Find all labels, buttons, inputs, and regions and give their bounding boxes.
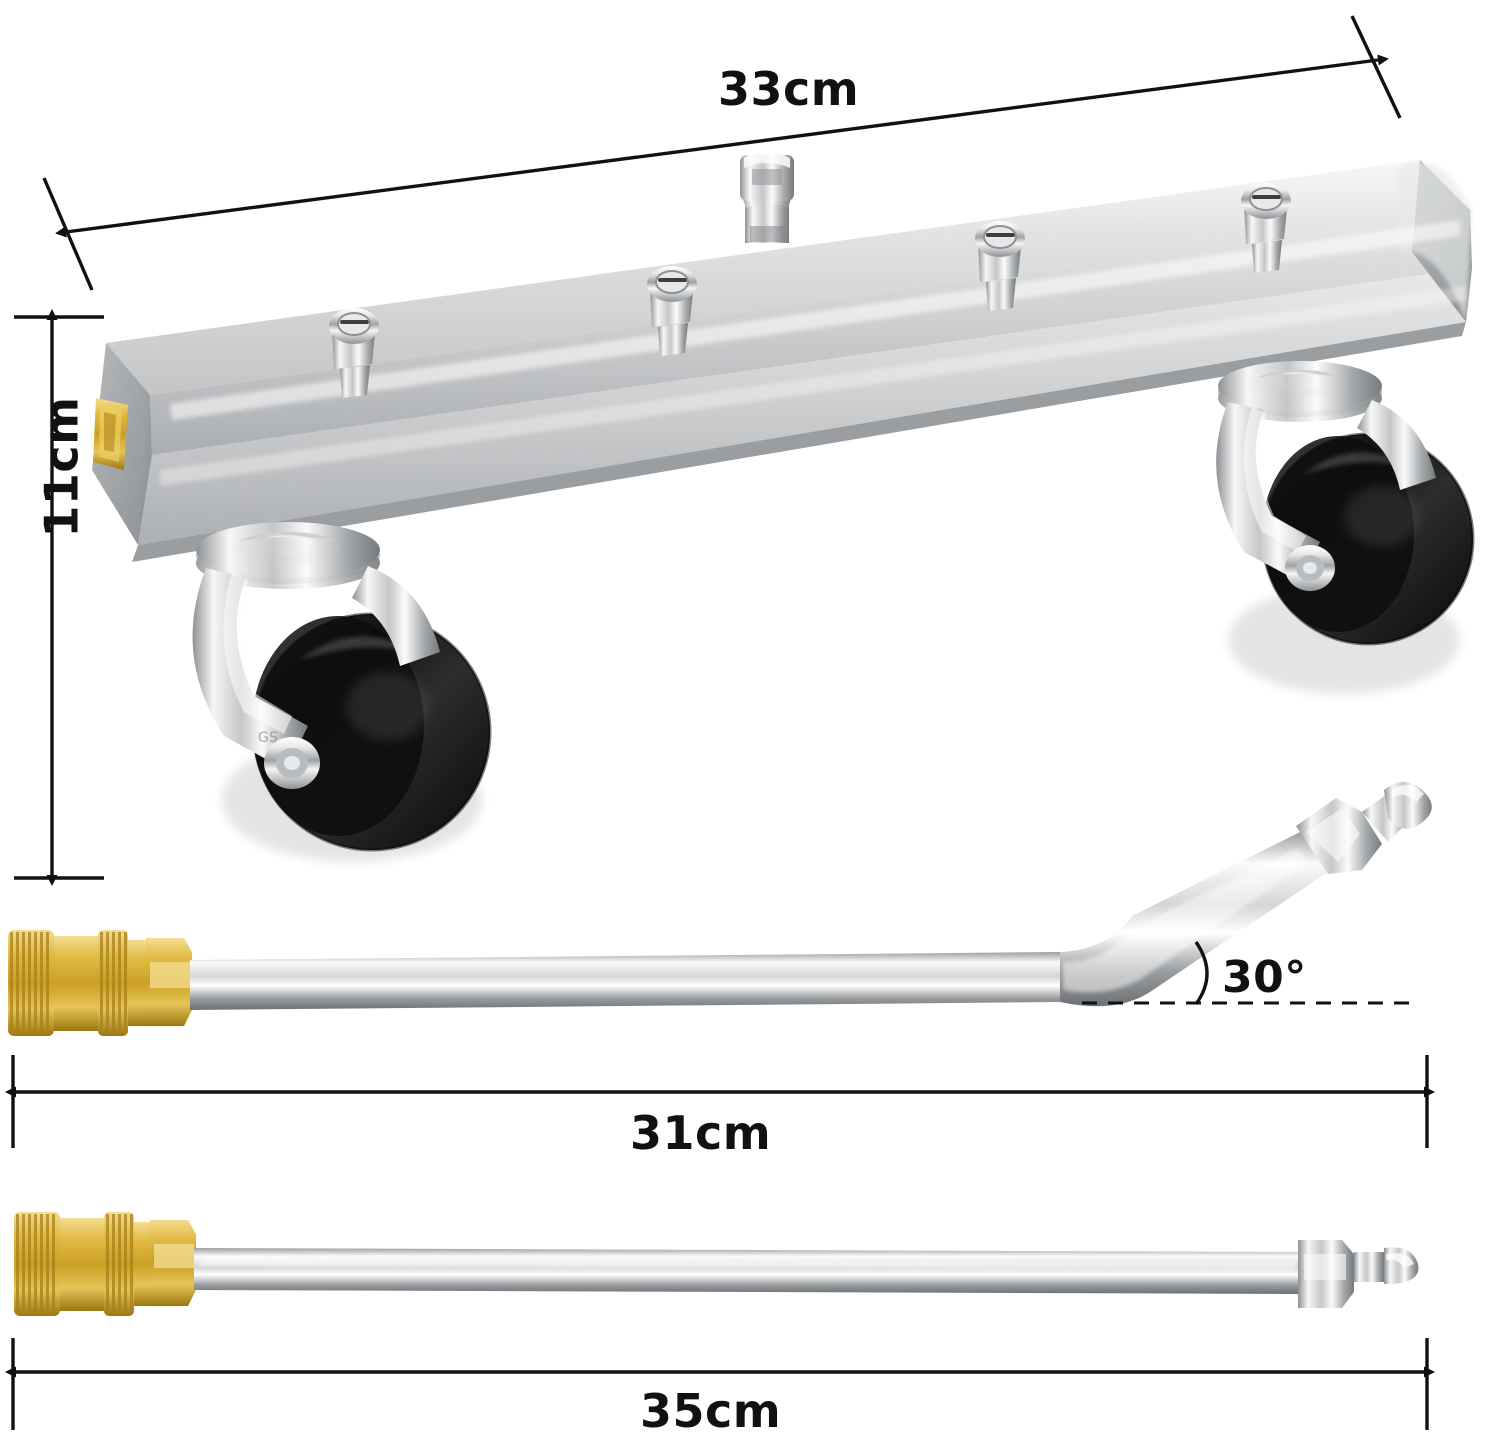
quick-connect-plug xyxy=(1362,781,1432,842)
spray-nozzle xyxy=(329,308,379,398)
dimension-label-straight-wand: 35cm xyxy=(640,1384,782,1438)
dimension-35cm xyxy=(5,1338,1435,1430)
dimension-11cm xyxy=(14,309,104,886)
brass-quick-connect-socket xyxy=(8,930,192,1036)
dimension-31cm xyxy=(5,1055,1435,1148)
caster-wheel: GS xyxy=(192,522,492,862)
brass-quick-connect-socket xyxy=(14,1212,196,1316)
dimension-33cm xyxy=(42,15,1402,291)
angle-30deg xyxy=(1082,941,1420,1006)
dimension-label-bent-wand: 31cm xyxy=(630,1106,772,1160)
angle-label-bend: 30° xyxy=(1222,952,1307,1003)
bent-extension-wand xyxy=(8,781,1432,1036)
caster-wheel xyxy=(1216,361,1475,694)
dimension-label-height: 11cm xyxy=(34,396,89,538)
chrome-hex-nut xyxy=(1298,1240,1354,1308)
quick-connect-plug xyxy=(1354,1247,1419,1284)
brass-end-cap xyxy=(93,398,128,470)
straight-extension-wand xyxy=(14,1212,1419,1316)
dimension-label-width: 33cm xyxy=(718,62,860,116)
chrome-hex-nut xyxy=(1296,798,1382,874)
svg-text:GS: GS xyxy=(258,730,278,746)
spray-nozzle xyxy=(647,266,697,356)
